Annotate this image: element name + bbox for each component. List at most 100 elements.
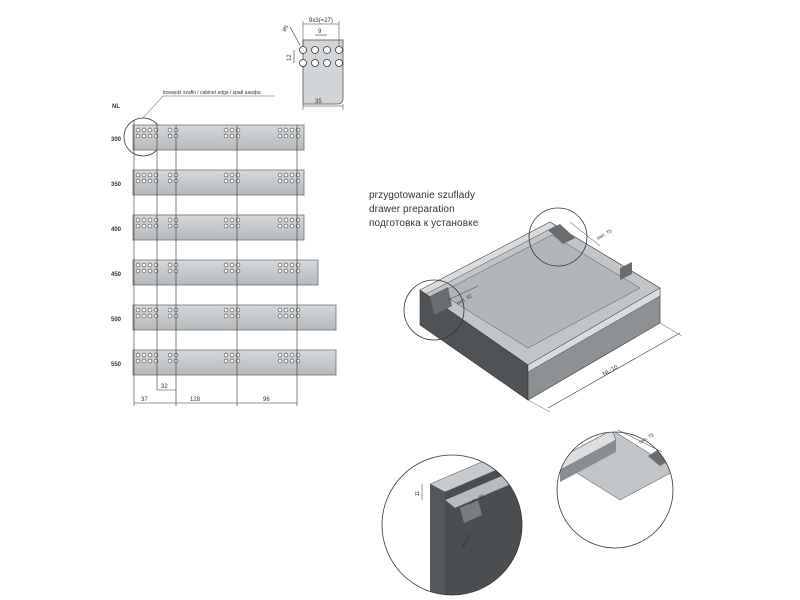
rail-hole [141, 127, 147, 133]
dim-7: 7 [470, 549, 473, 555]
rail-hole [283, 133, 289, 139]
rail-hole [277, 313, 283, 319]
dim-11: 11 [415, 491, 421, 496]
rail-hole [229, 262, 235, 268]
rail-hole [289, 178, 295, 184]
rail-hole [283, 172, 289, 178]
rail-hole [295, 262, 301, 268]
nl-header: NL [112, 104, 120, 110]
drawer-isometric: NL-10 min. 32 min. 75 [403, 207, 683, 413]
rail-hole [289, 217, 295, 223]
rail-hole [141, 313, 147, 319]
rail-hole [223, 127, 229, 133]
dim-12: 12 [287, 54, 293, 61]
rail-hole [283, 358, 289, 364]
rail-hole [295, 358, 301, 364]
rail-hole [135, 133, 141, 139]
rail-hole [167, 358, 173, 364]
rail-hole [277, 358, 283, 364]
dim-diameter: Ø5 [282, 24, 291, 33]
rail-hole [167, 133, 173, 139]
rail-hole [147, 262, 153, 268]
rail-hole [141, 133, 147, 139]
rail-hole [277, 178, 283, 184]
dim-nl10: NL-10 [602, 364, 620, 378]
rail-hole [229, 358, 235, 364]
rail-hole [141, 268, 147, 274]
rail-hole [153, 178, 159, 184]
rail-hole [167, 217, 173, 223]
rail-hole [229, 352, 235, 358]
rail-hole [277, 352, 283, 358]
rail-hole [167, 313, 173, 319]
rail-hole [277, 217, 283, 223]
rail-hole [153, 307, 159, 313]
rail-hole [235, 352, 241, 358]
rail-hole [295, 223, 301, 229]
rail-hole [277, 133, 283, 139]
rail-hole [147, 133, 153, 139]
rail-label: 300 [111, 137, 122, 143]
rail-hole [229, 307, 235, 313]
rail-hole [295, 307, 301, 313]
rail-hole [235, 358, 241, 364]
cabinet-edge-label: krawędź szafki / cabinet edge / край шка… [163, 89, 261, 96]
rail-hole [141, 352, 147, 358]
rail-hole [277, 262, 283, 268]
rail-hole [295, 127, 301, 133]
dim-min75: min. 75 [596, 228, 613, 242]
rail-hole [277, 127, 283, 133]
rail-hole [153, 127, 159, 133]
rail-hole [235, 313, 241, 319]
rail-hole [295, 217, 301, 223]
rail-hole [141, 178, 147, 184]
rail-hole [141, 262, 147, 268]
rail-hole [147, 358, 153, 364]
rail-hole [289, 268, 295, 274]
rail-hole [289, 172, 295, 178]
rail-hole [235, 217, 241, 223]
rail-hole [223, 268, 229, 274]
cut-detail-left: 11 min. 30 Ø6x10 7 [381, 454, 523, 596]
rail-hole [153, 172, 159, 178]
rail-hole [223, 217, 229, 223]
dim-32: 32 [161, 384, 168, 390]
rail-hole [147, 217, 153, 223]
rail-hole [235, 262, 241, 268]
rail-400 [132, 214, 305, 241]
rail-hole [283, 268, 289, 274]
rail-label: 350 [111, 182, 122, 188]
rail-hole [147, 223, 153, 229]
rail-hole [141, 358, 147, 364]
rail-hole [141, 223, 147, 229]
rail-hole [283, 352, 289, 358]
rail-hole [223, 223, 229, 229]
rail-hole [135, 178, 141, 184]
rail-hole [141, 172, 147, 178]
rail-hole [147, 127, 153, 133]
rail-hole [135, 217, 141, 223]
rail-hole [229, 223, 235, 229]
rail-hole [153, 268, 159, 274]
rail-hole [223, 172, 229, 178]
rail-hole [135, 223, 141, 229]
rail-hole [147, 268, 153, 274]
rail-hole [167, 268, 173, 274]
rail-hole [229, 313, 235, 319]
rail-hole [295, 313, 301, 319]
rail-hole [229, 217, 235, 223]
rail-hole [135, 352, 141, 358]
rail-hole [283, 262, 289, 268]
rail-hole [223, 178, 229, 184]
rail-hole [289, 358, 295, 364]
preparation-text-en: drawer preparation [369, 204, 455, 215]
rail-hole [295, 178, 301, 184]
dim-96: 96 [263, 397, 270, 403]
rail-hole [283, 307, 289, 313]
rail-hole [147, 313, 153, 319]
rail-hole [167, 223, 173, 229]
rail-hole [135, 172, 141, 178]
rail-hole [283, 178, 289, 184]
